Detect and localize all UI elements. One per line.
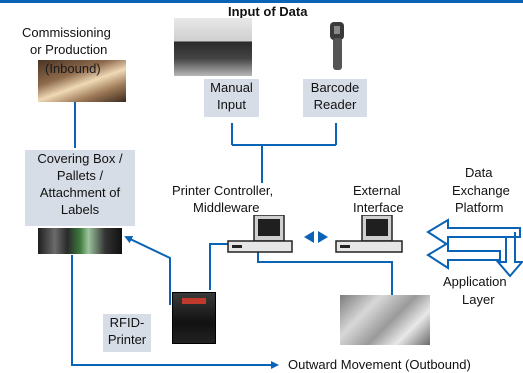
manual-input-line1: Manual bbox=[210, 80, 253, 95]
labeling-line-photo bbox=[38, 228, 122, 254]
external-interface-line1: External bbox=[353, 183, 401, 198]
data-exchange-line3: Platform bbox=[455, 200, 504, 215]
manual-input-box: Manual Input bbox=[204, 79, 259, 117]
application-layer-line1: Application bbox=[443, 274, 507, 289]
outbound-label: Outward Movement (Outbound) bbox=[288, 357, 471, 372]
barcode-reader-box: Barcode Reader bbox=[303, 79, 367, 117]
covering-box-line3: Attachment of bbox=[39, 185, 121, 200]
barcode-reader-line1: Barcode bbox=[310, 80, 360, 95]
barcode-reader-line2: Reader bbox=[313, 97, 357, 112]
external-interface-line2: Interface bbox=[353, 200, 404, 215]
rfid-printer-panel-icon bbox=[182, 298, 206, 304]
top-rule bbox=[0, 0, 523, 3]
data-exchange-arrows-icon bbox=[426, 218, 523, 278]
barcode-scanner-icon bbox=[330, 22, 344, 70]
commissioning-label-line2: or Production bbox=[30, 42, 108, 57]
connector-controller-to-rfid bbox=[209, 243, 232, 290]
rfid-printer-box: RFID- Printer bbox=[103, 314, 151, 352]
covering-box-line2: Pallets / bbox=[56, 168, 104, 183]
page-title: Input of Data bbox=[228, 4, 308, 19]
connector-rfid-to-labels bbox=[124, 235, 171, 305]
manual-input-line2: Input bbox=[217, 97, 246, 112]
covering-box: Covering Box / Pallets / Attachment of L… bbox=[25, 150, 135, 226]
connector-controller-to-machine bbox=[257, 252, 393, 297]
printer-controller-line2: Middleware bbox=[193, 200, 260, 215]
data-exchange-line2: Exchange bbox=[452, 183, 510, 198]
covering-box-line1: Covering Box / bbox=[37, 151, 123, 166]
inbound-pallet-photo bbox=[38, 60, 126, 102]
external-computer-icon bbox=[335, 215, 403, 253]
commissioning-label-line1: Commissioning bbox=[22, 25, 111, 40]
commissioning-label-line3: (Inbound) bbox=[45, 61, 101, 76]
production-machine-photo bbox=[340, 295, 430, 345]
printer-controller-line1: Printer Controller, bbox=[172, 183, 274, 198]
application-layer-line2: Layer bbox=[462, 292, 495, 307]
rfid-printer-line2: Printer bbox=[107, 332, 147, 347]
data-exchange-line1: Data bbox=[465, 165, 493, 180]
connector-outbound-arrow bbox=[71, 255, 279, 369]
covering-box-line4: Labels bbox=[60, 202, 100, 217]
double-arrow-controller-external bbox=[304, 231, 328, 243]
rfid-printer-line1: RFID- bbox=[109, 315, 145, 330]
computer-icon bbox=[227, 215, 293, 253]
manual-input-photo bbox=[174, 18, 252, 76]
